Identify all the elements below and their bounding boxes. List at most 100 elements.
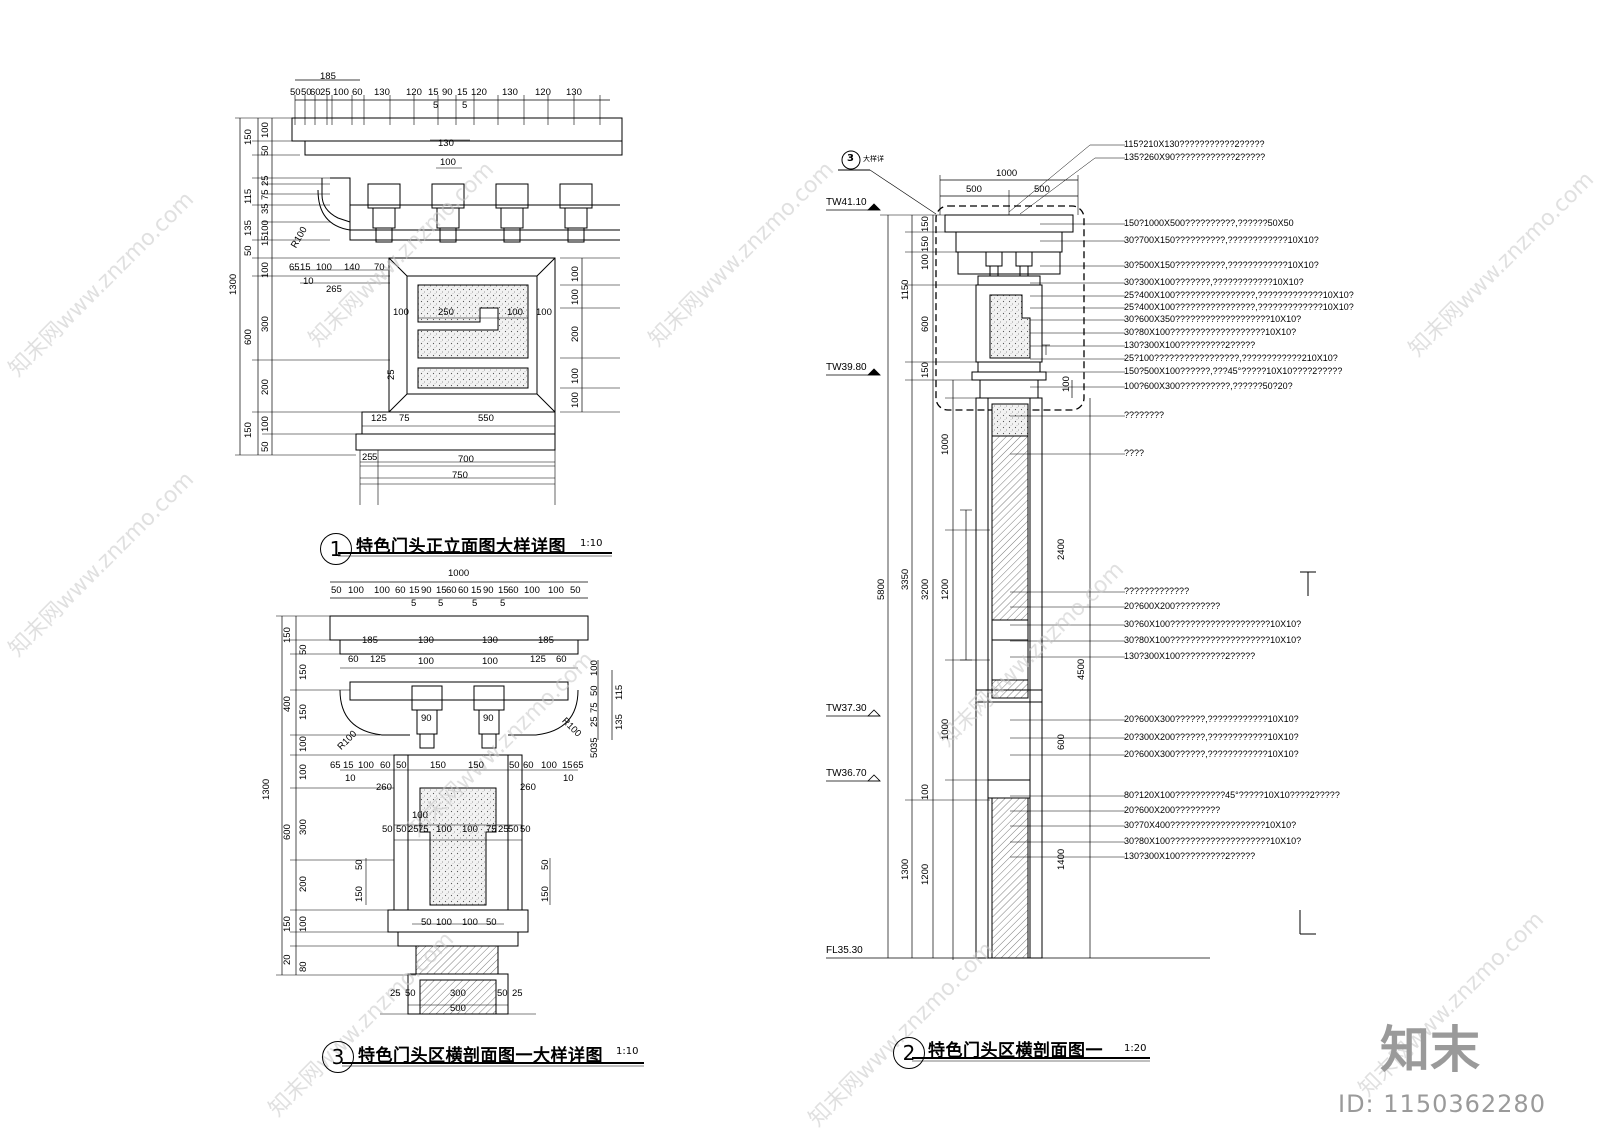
material-note: 25?400X100????????????????,?????????????… [1124,302,1354,312]
dimension-label: 100 [1061,376,1072,392]
dimension-label: 130 [482,635,498,646]
dimension-label: 100 [570,392,581,408]
material-note: 150?1000X500??????????,??????50X50 [1124,218,1294,228]
dimension-label: 140 [344,262,360,273]
dimension-label: 65 [330,760,341,771]
dimension-label: 115 [614,684,625,700]
dimension-label: 10 [563,773,574,784]
material-note: 30?80X100????????????????????10X10? [1124,836,1302,846]
view-1-elevation-detail [235,79,623,505]
material-note: 80?120X100??????????45°?????10X10????2??… [1124,790,1340,800]
dimension-label: 60 [508,585,519,596]
dimension-label: 75 [418,824,429,835]
material-note: 20?600X200????????? [1124,601,1221,611]
view-number-badge: 3 [322,1041,354,1073]
dimension-label: 25 [512,988,523,999]
dimension-label: 1400 [1056,848,1067,870]
dimension-label: 50 [589,747,600,758]
material-note: 30?500X150??????????,????????????10X10? [1124,260,1319,270]
dimension-label: 100 [393,307,409,318]
level-mark: FL35.30 [826,945,863,956]
dimension-label: 150 [243,422,254,438]
dimension-label: 100 [462,917,478,928]
dimension-label: 50 [570,585,581,596]
level-mark: TW37.30 [826,703,867,714]
view-number-badge: 2 [893,1037,925,1069]
dimension-label: 200 [570,326,581,342]
dimension-label: 300 [260,316,271,332]
dimension-label: 100 [260,262,271,278]
dimension-label: 135 [243,220,254,236]
dimension-label: 100 [436,917,452,928]
dimension-label: 100 [548,585,564,596]
level-mark: TW39.80 [826,362,867,373]
material-note: 20?600X300??????,????????????10X10? [1124,749,1299,759]
level-mark: TW41.10 [826,197,867,208]
dimension-label: 750 [452,470,468,481]
dimension-label: 135 [614,714,625,730]
dimension-label: 100 [536,307,552,318]
view-3-scale: 1:10 [616,1046,639,1057]
dimension-label: 60 [310,87,321,98]
material-note: 20?600X200????????? [1124,805,1221,815]
dimension-label: 150 [243,129,254,145]
dimension-label: 100 [920,784,931,800]
dimension-label: 15 [260,235,271,246]
dimension-label: 150 [920,362,931,378]
material-note: 130?300X100?????????2????? [1124,651,1256,661]
dimension-label: 260 [520,782,536,793]
dimension-label: 50 [290,87,301,98]
dimension-label: 60 [380,760,391,771]
dimension-label: 5 [462,100,468,111]
dimension-label: 100 [298,916,309,932]
dimension-label: 50 [301,87,312,98]
dimension-label: 150 [354,886,365,902]
dimension-label: 5800 [876,578,887,600]
dimension-label: 50 [298,644,309,655]
material-note: 30?600X350???????????????????10X10? [1124,314,1302,324]
view-number-badge: 1 [320,533,352,565]
dimension-label: 15 [562,760,573,771]
material-note: 30?80X100????????????????????10X10? [1124,635,1302,645]
dimension-label: 50 [497,988,508,999]
dimension-label: 150 [282,627,293,643]
dimension-label: 25 [390,988,401,999]
material-note: 150?500X100??????,???45°?????10X10????2?… [1124,366,1343,376]
dimension-label: 100 [570,368,581,384]
dimension-label: 150 [920,216,931,232]
dimension-label: 1000 [996,168,1018,179]
dimension-label: 150 [298,704,309,720]
level-mark: TW36.70 [826,768,867,779]
dimension-label: 250 [438,307,454,318]
dimension-label: 60 [458,585,469,596]
dimension-label: 25 [386,369,397,380]
dimension-label: 3350 [900,568,911,590]
dimension-label: 125 [371,413,387,424]
dimension-label: 115 [243,188,254,204]
dimension-label: 1300 [261,778,272,800]
material-note: 20?600X300??????,????????????10X10? [1124,714,1299,724]
view-2-scale: 1:20 [1124,1043,1147,1054]
dimension-label: 50 [509,760,520,771]
dimension-label: 300 [450,988,466,999]
dimension-label: 75 [486,824,497,835]
dimension-label: 120 [406,87,422,98]
dimension-label: 5 [411,598,417,609]
dimension-label: 100 [570,289,581,305]
dimension-label: 500 [966,184,982,195]
material-note: 130?300X100?????????2????? [1124,340,1256,350]
material-note: 25?100?????????????????,????????????210X… [1124,353,1338,363]
dimension-label: 80 [298,961,309,972]
view-1-title: 特色门头正立面图大样详图 [356,537,566,557]
view-2-section [826,144,1316,960]
dimension-label: 600 [282,824,293,840]
dimension-label: 150 [298,664,309,680]
dimension-label: 260 [376,782,392,793]
dimension-label: 100 [412,810,428,821]
dimension-label: 100 [920,254,931,270]
dimension-label: 130 [502,87,518,98]
dimension-label: 15 [471,585,482,596]
dimension-label: 100 [260,220,271,236]
view-3-section-detail [276,581,613,1015]
dimension-label: 100 [260,122,271,138]
